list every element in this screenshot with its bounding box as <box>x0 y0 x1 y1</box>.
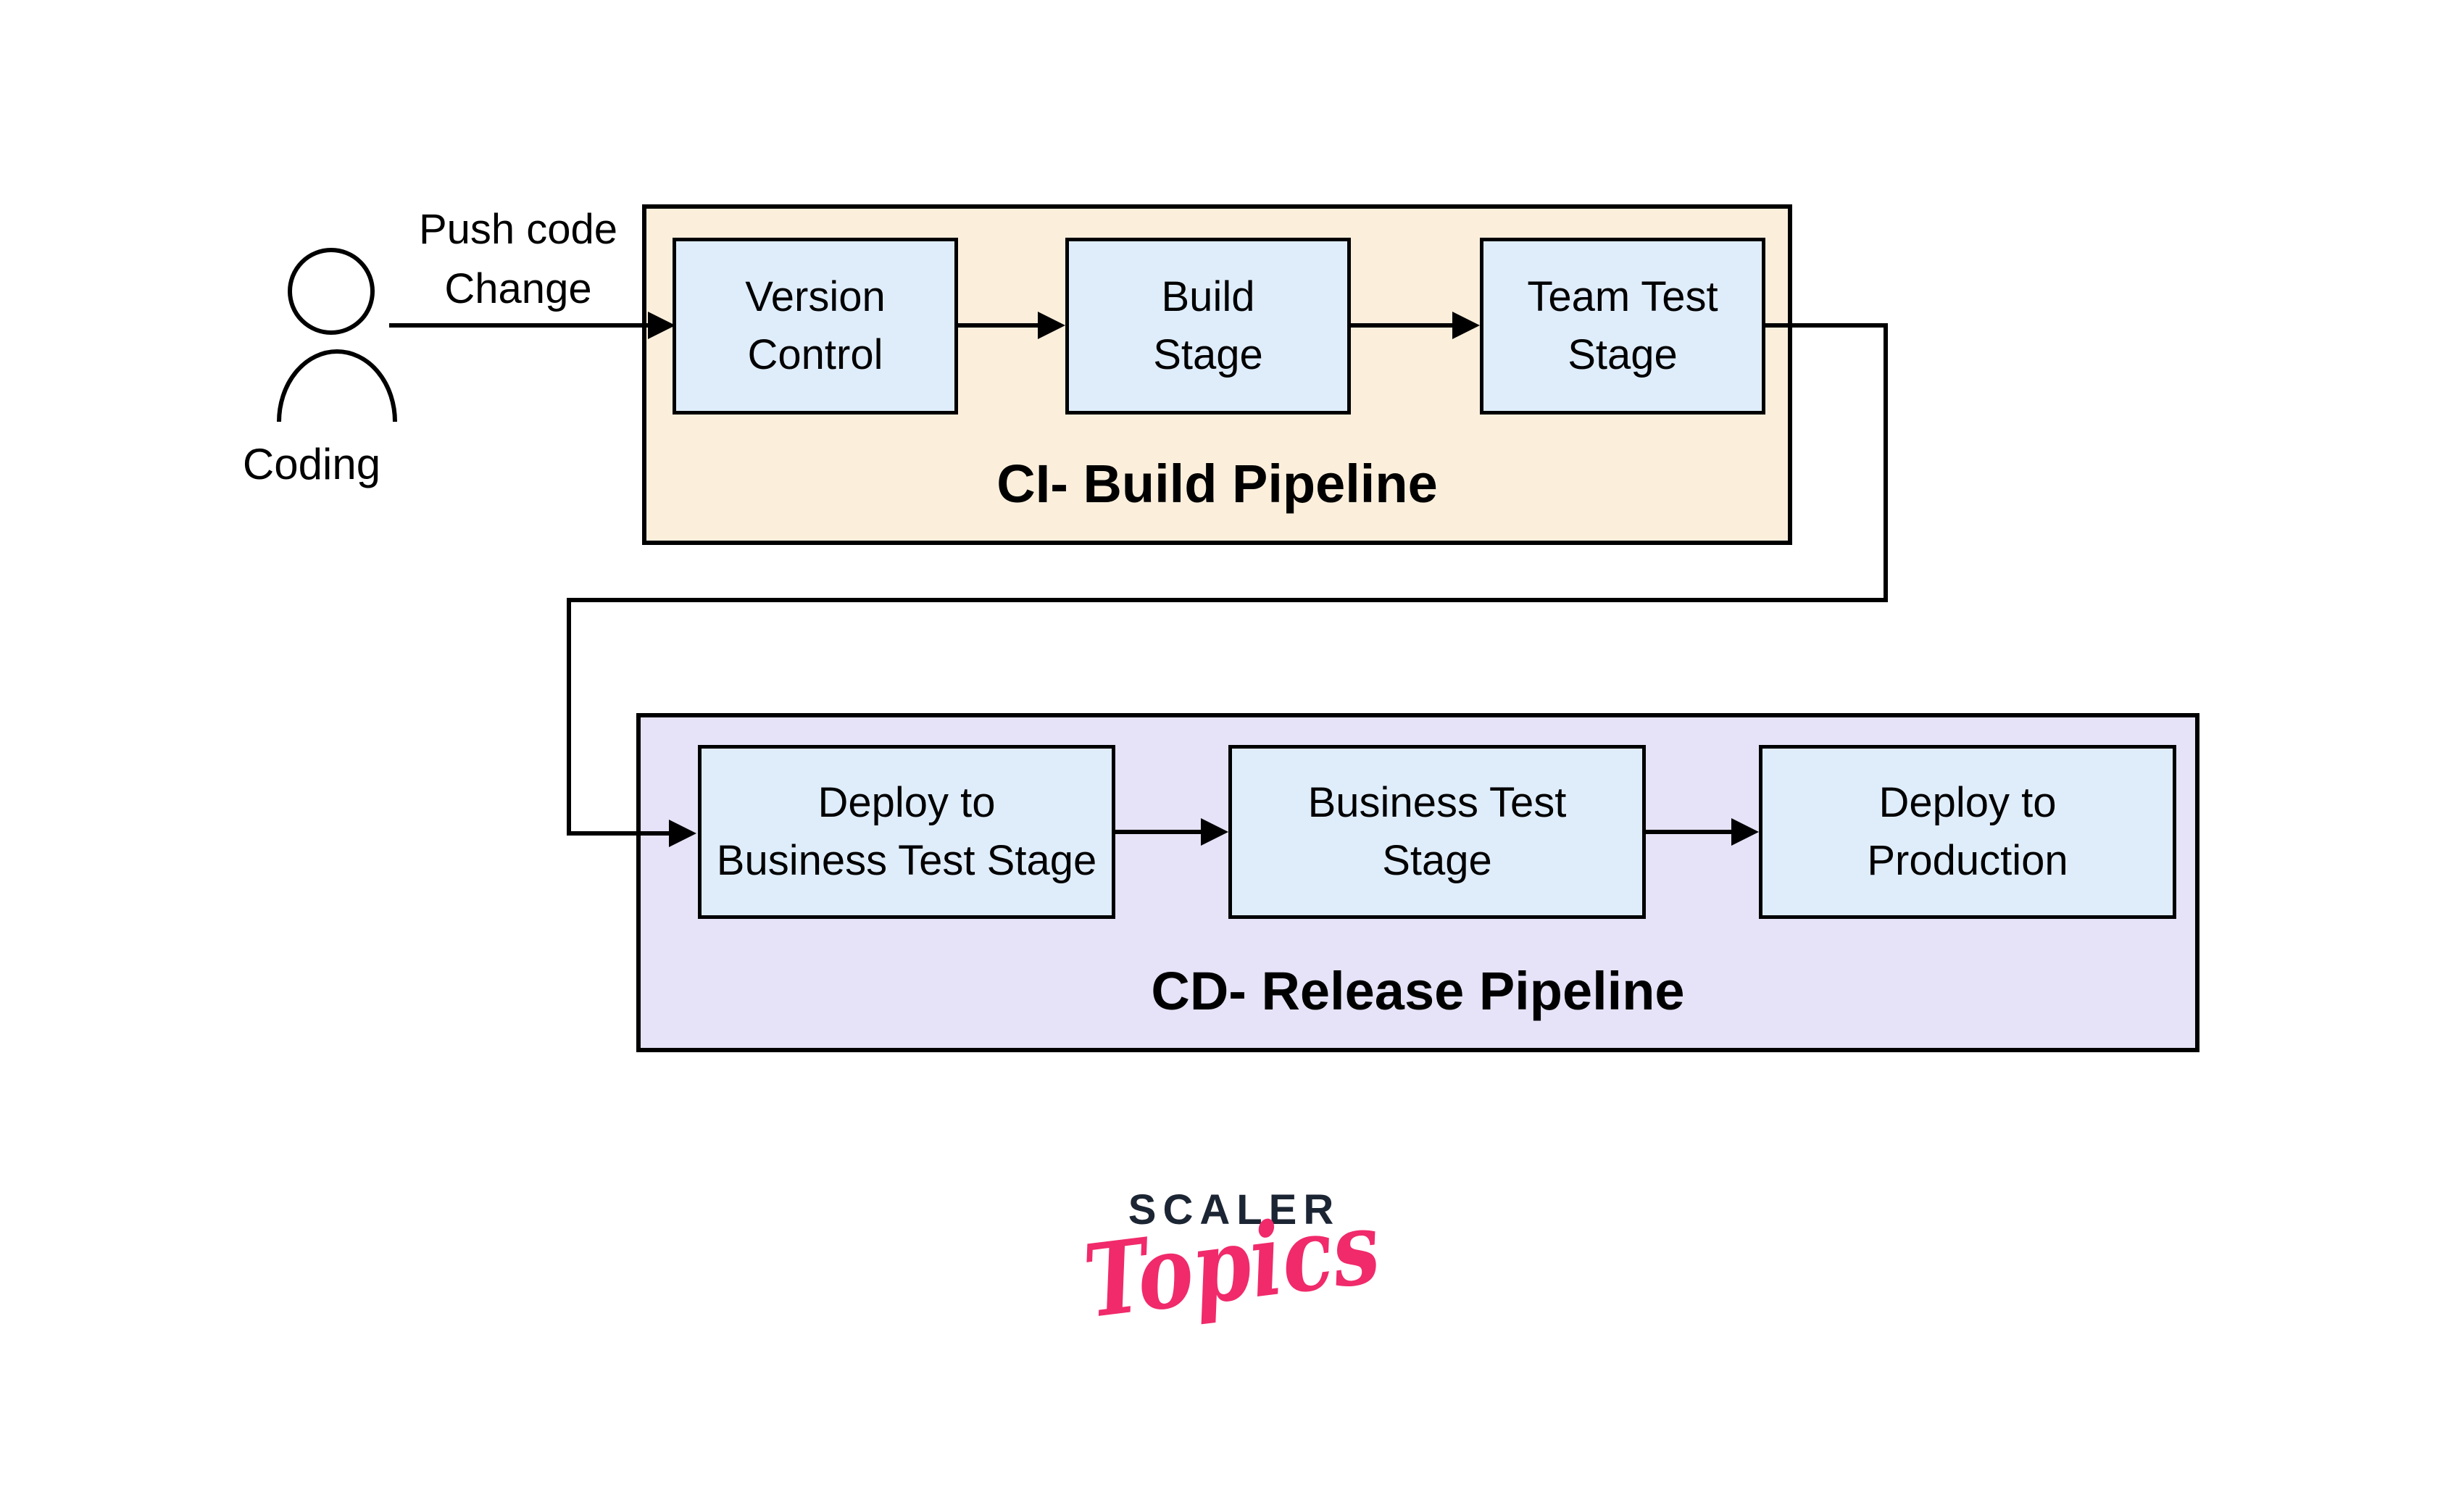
stage-business-test: Business Test Stage <box>1228 745 1646 919</box>
push-code-change-label: Push code Change <box>418 206 618 312</box>
stage-team-test: Team Test Stage <box>1480 238 1765 415</box>
stage-version-control: Version Control <box>673 238 958 415</box>
stage-deploy-to-business-test: Deploy to Business Test Stage <box>698 745 1115 919</box>
coding-label: Coding <box>242 440 381 488</box>
stage-deploy-to-production: Deploy to Production <box>1759 745 2176 919</box>
stage-build: Build Stage <box>1065 238 1351 415</box>
cd-pipeline-title: CD- Release Pipeline <box>1151 961 1685 1021</box>
ci-pipeline-title: CI- Build Pipeline <box>996 454 1438 514</box>
person-shoulders-icon <box>277 349 397 422</box>
logo-scaler-text: SCALER <box>1128 1186 1341 1233</box>
